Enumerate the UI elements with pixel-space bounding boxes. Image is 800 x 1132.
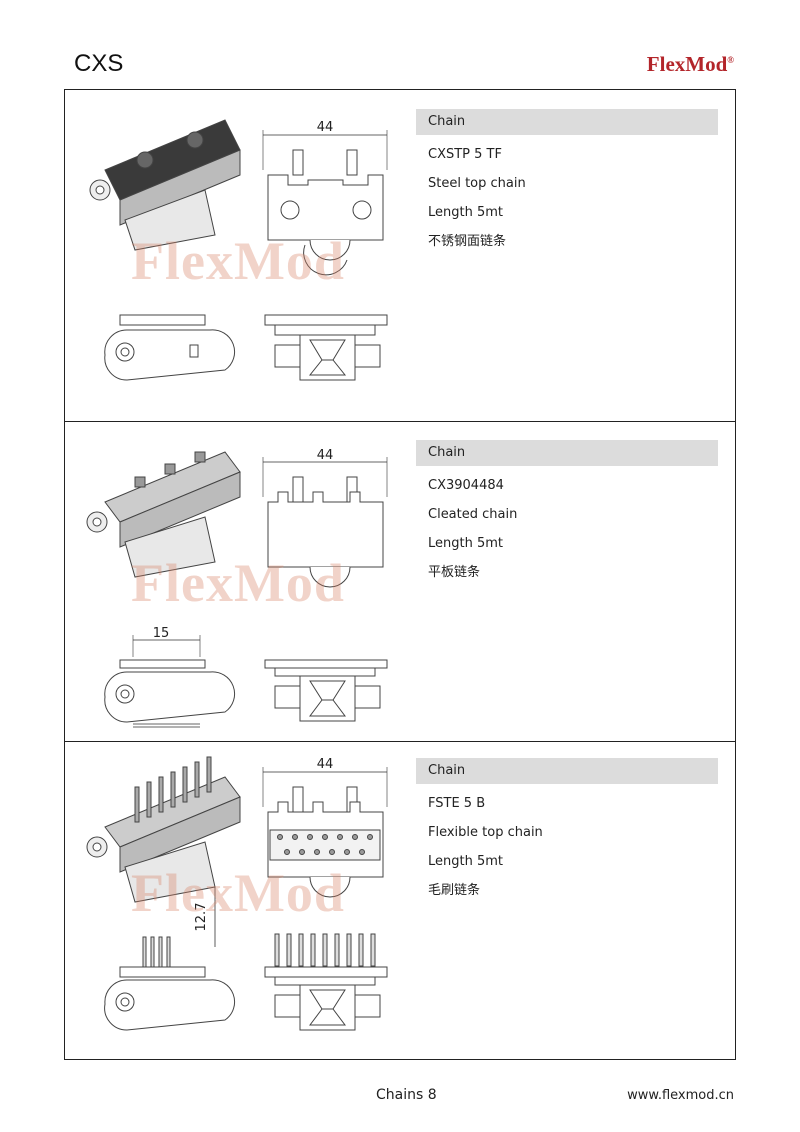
dimension-label: 15 — [153, 626, 170, 641]
dimension-label: 44 — [317, 757, 334, 772]
front-view — [267, 786, 384, 898]
drawing-area: 44 12.7 — [65, 742, 415, 1060]
chain-drawing-steel-top: 44 — [89, 119, 388, 381]
chain-length: Length 5mt — [428, 854, 504, 869]
bottom-view — [264, 933, 388, 1031]
chain-length: Length 5mt — [428, 205, 504, 220]
chain-type: Flexible top chain — [428, 825, 543, 840]
side-view — [104, 936, 235, 1031]
chain-drawing-cleated-lower: 15 — [104, 626, 388, 723]
spec-title: Chain — [416, 109, 718, 135]
spec-block: Chain FSTE 5 B Flexible top chain Length… — [416, 758, 718, 899]
model-code: FSTE 5 B — [428, 796, 486, 811]
chinese-name: 毛刷链条 — [428, 883, 481, 898]
chain-type: Cleated chain — [428, 507, 518, 522]
isometric-view — [86, 756, 241, 903]
model-code: CX3904484 — [428, 478, 504, 493]
product-panel-2: 44 15 — [65, 421, 735, 758]
drawing-area: 44 15 — [65, 422, 415, 758]
product-frame: 44 — [64, 89, 736, 1060]
front-view — [267, 476, 384, 588]
product-panel-3: 44 12.7 — [65, 741, 735, 1060]
dimension-label: 44 — [317, 448, 334, 463]
page-number: Chains 8 — [376, 1087, 437, 1103]
spec-title: Chain — [416, 440, 718, 466]
chain-drawing-flexible-top: 44 12.7 — [86, 756, 388, 1031]
side-view — [104, 314, 235, 381]
isometric-view — [89, 119, 241, 251]
bottom-view — [264, 314, 388, 381]
chain-type: Steel top chain — [428, 176, 526, 191]
watermark: FlexMod — [131, 863, 345, 923]
watermark: FlexMod — [131, 553, 345, 613]
dimension-label: 44 — [317, 120, 334, 135]
bottom-view — [264, 659, 388, 722]
isometric-view — [86, 451, 241, 578]
product-panel-1: 44 — [65, 90, 735, 421]
chinese-name: 平板链条 — [428, 565, 481, 580]
spec-title: Chain — [416, 758, 718, 784]
model-code: CXSTP 5 TF — [428, 147, 502, 162]
chinese-name: 不锈钢面链条 — [428, 234, 507, 249]
spec-block: Chain CX3904484 Cleated chain Length 5mt… — [416, 440, 718, 581]
page-code: CXS — [74, 50, 124, 77]
drawing-area: 44 — [65, 90, 415, 421]
watermark: FlexMod — [131, 231, 345, 291]
front-view — [267, 149, 384, 276]
chain-drawing-cleated: 44 — [86, 448, 388, 758]
chain-length: Length 5mt — [428, 536, 504, 551]
side-view — [104, 659, 235, 723]
brand-logo: FlexMod® — [646, 52, 734, 76]
website-url: www.flexmod.cn — [627, 1088, 734, 1103]
dimension-label: 12.7 — [194, 903, 209, 932]
spec-block: Chain CXSTP 5 TF Steel top chain Length … — [416, 109, 718, 250]
